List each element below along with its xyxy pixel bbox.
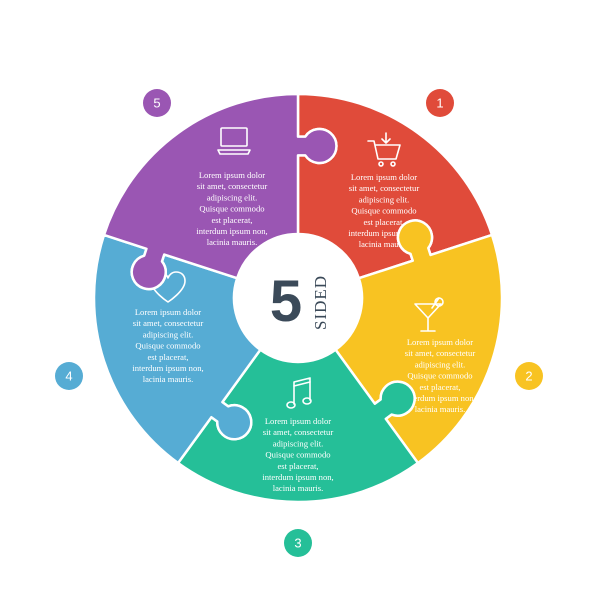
segment-text-line: lacinia mauris. (273, 483, 324, 493)
segment-text-line: lacinia mauris. (143, 374, 194, 384)
badge-4: 4 (55, 362, 83, 390)
segment-text-line: interdum ipsum non, (132, 363, 203, 373)
segment-text-line: est placerat, (147, 352, 188, 362)
segment-text-line: interdum ipsum non, (404, 393, 475, 403)
segment-text-line: sit amet, consectetur (263, 427, 334, 437)
segment-text-line: Quisque commodo (265, 450, 330, 460)
badge-2-number: 2 (525, 369, 532, 384)
badge-5-circle (143, 89, 171, 117)
segment-text-line: Lorem ipsum dolor (351, 172, 417, 182)
segment-text-line: interdum ipsum non, (262, 472, 333, 482)
center-number: 5 (270, 269, 302, 334)
center-word: SIDED (311, 275, 330, 330)
badge-1: 1 (426, 89, 454, 117)
segment-text-line: sit amet, consectetur (349, 183, 420, 193)
center-circle (234, 234, 362, 362)
segment-text-line: Lorem ipsum dolor (265, 416, 331, 426)
segment-text-line: lacinia mauris. (359, 239, 410, 249)
badge-2-circle (515, 362, 543, 390)
segment-text-line: est placerat, (363, 217, 404, 227)
laptop-icon (217, 127, 251, 155)
segment-text-line: sit amet, consectetur (197, 181, 268, 191)
segment-text-line: Quisque commodo (135, 341, 200, 351)
segment-text-line: Lorem ipsum dolor (199, 170, 265, 180)
segment-text-line: Lorem ipsum dolor (407, 337, 473, 347)
badge-1-circle (426, 89, 454, 117)
segment-text-line: interdum ipsum non, (196, 226, 267, 236)
badge-2: 2 (515, 362, 543, 390)
badge-5-number: 5 (153, 96, 160, 111)
cocktail-icon (414, 297, 444, 332)
segment-text-line: Quisque commodo (351, 206, 416, 216)
segment-text-line: adipiscing elit. (207, 192, 258, 202)
segment-text-line: Quisque commodo (407, 371, 472, 381)
segment-text-line: adipiscing elit. (143, 329, 194, 339)
shopping-cart-icon (367, 132, 401, 167)
segment-text-line: adipiscing elit. (273, 438, 324, 448)
badge-3-number: 3 (294, 536, 301, 551)
badge-4-number: 4 (65, 369, 72, 384)
segment-text-line: sit amet, consectetur (405, 348, 476, 358)
segment-text-line: lacinia mauris. (207, 237, 258, 247)
badge-3-circle (284, 529, 312, 557)
segment-text-line: adipiscing elit. (359, 194, 410, 204)
badge-4-circle (55, 362, 83, 390)
segment-text-line: est placerat, (419, 382, 460, 392)
segment-text-line: est placerat, (277, 461, 318, 471)
segment-text-line: interdum ipsum non, (348, 228, 419, 238)
segment-text-line: adipiscing elit. (415, 359, 466, 369)
segment-text-line: est placerat, (211, 215, 252, 225)
segment-5-piece (102, 92, 338, 291)
music-note-icon (286, 377, 312, 409)
segment-text-line: Quisque commodo (199, 204, 264, 214)
segment-text-line: sit amet, consectetur (133, 318, 204, 328)
badge-1-number: 1 (436, 96, 443, 111)
segment-text-line: Lorem ipsum dolor (135, 307, 201, 317)
badge-5: 5 (143, 89, 171, 117)
badge-3: 3 (284, 529, 312, 557)
segment-text-line: lacinia mauris. (415, 404, 466, 414)
